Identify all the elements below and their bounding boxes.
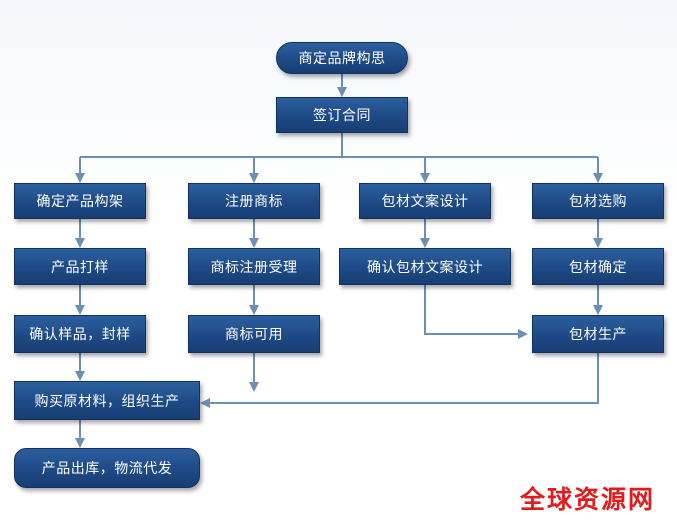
node-confirm-sample: 确认样品，封样 <box>14 315 146 353</box>
connector-production-to-materials <box>200 353 599 408</box>
node-register-trademark: 注册商标 <box>188 183 320 219</box>
node-packaging-design: 包材文案设计 <box>359 183 491 219</box>
node-packaging-confirmed: 包材确定 <box>532 248 664 285</box>
node-brand-concept: 商定品牌构思 <box>276 42 408 74</box>
node-product-sample: 产品打样 <box>14 248 146 285</box>
node-sign-contract: 签订合同 <box>276 97 408 133</box>
connector-confirm-design-to-production <box>424 285 528 339</box>
node-trademark-accepted: 商标注册受理 <box>188 248 320 285</box>
node-product-structure: 确定产品构架 <box>14 183 146 219</box>
node-packaging-selection: 包材选购 <box>532 183 664 219</box>
watermark-text: 全球资源网 <box>520 485 656 514</box>
node-trademark-usable: 商标可用 <box>188 315 320 353</box>
node-buy-materials: 购买原材料，组织生产 <box>14 381 200 420</box>
node-packaging-production: 包材生产 <box>532 315 664 353</box>
node-warehouse-logistics: 产品出库，物流代发 <box>14 448 200 488</box>
node-confirm-packaging-design: 确认包材文案设计 <box>339 248 511 285</box>
